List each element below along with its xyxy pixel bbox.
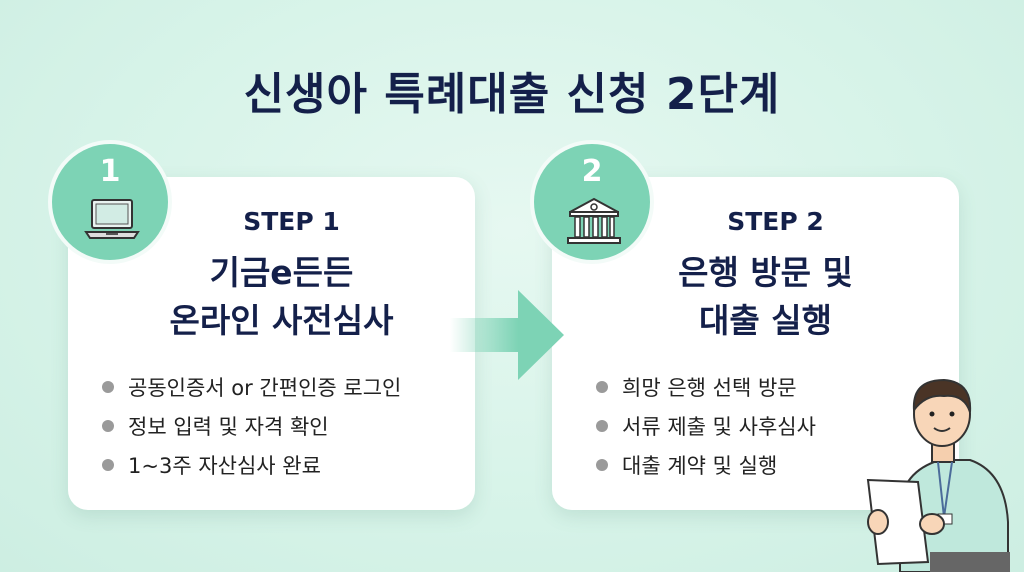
- step-number: 1: [99, 154, 121, 189]
- step-2-badge: 2: [530, 140, 654, 264]
- step-label: STEP 2: [727, 207, 824, 236]
- list-item: 서류 제출 및 사후심사: [596, 406, 816, 445]
- bullet-icon: [102, 419, 114, 432]
- bullet-text: 공동인증서 or 간편인증 로그인: [128, 375, 402, 400]
- bullet-text: 1~3주 자산심사 완료: [128, 453, 321, 478]
- bullet-text: 정보 입력 및 자격 확인: [128, 414, 329, 439]
- bullet-icon: [102, 458, 114, 471]
- bullet-text: 서류 제출 및 사후심사: [622, 414, 816, 439]
- step-1-badge: 1: [48, 140, 172, 264]
- person-illustration: [866, 378, 1010, 572]
- bullet-icon: [596, 458, 608, 471]
- bullet-text: 희망 은행 선택 방문: [622, 375, 797, 400]
- heading-line: 은행 방문 및: [678, 253, 853, 292]
- bullet-icon: [102, 380, 114, 393]
- step-1-card: STEP 1 기금e든든 온라인 사전심사 공동인증서 or 간편인증 로그인 …: [68, 177, 475, 510]
- laptop-icon: [84, 199, 140, 239]
- bullet-icon: [596, 380, 608, 393]
- list-item: 희망 은행 선택 방문: [596, 367, 816, 406]
- heading-line: 기금e든든: [209, 253, 354, 292]
- step-number: 2: [581, 154, 603, 189]
- bank-icon: [567, 197, 621, 244]
- bullet-list: 공동인증서 or 간편인증 로그인 정보 입력 및 자격 확인 1~3주 자산심…: [102, 367, 401, 484]
- list-item: 정보 입력 및 자격 확인: [102, 406, 401, 445]
- bullet-icon: [596, 419, 608, 432]
- step-label: STEP 1: [243, 207, 340, 236]
- list-item: 대출 계약 및 실행: [596, 445, 816, 484]
- bullet-text: 대출 계약 및 실행: [622, 453, 778, 478]
- heading-line: 온라인 사전심사: [169, 301, 394, 340]
- arrow-right-icon: [450, 290, 564, 380]
- step-heading: 기금e든든 온라인 사전심사: [68, 249, 475, 345]
- heading-line: 대출 실행: [699, 301, 832, 340]
- list-item: 1~3주 자산심사 완료: [102, 445, 401, 484]
- bullet-list: 희망 은행 선택 방문 서류 제출 및 사후심사 대출 계약 및 실행: [596, 367, 816, 484]
- step-heading: 은행 방문 및 대출 실행: [552, 249, 959, 345]
- list-item: 공동인증서 or 간편인증 로그인: [102, 367, 401, 406]
- page-title: 신생아 특례대출 신청 2단계: [243, 69, 781, 120]
